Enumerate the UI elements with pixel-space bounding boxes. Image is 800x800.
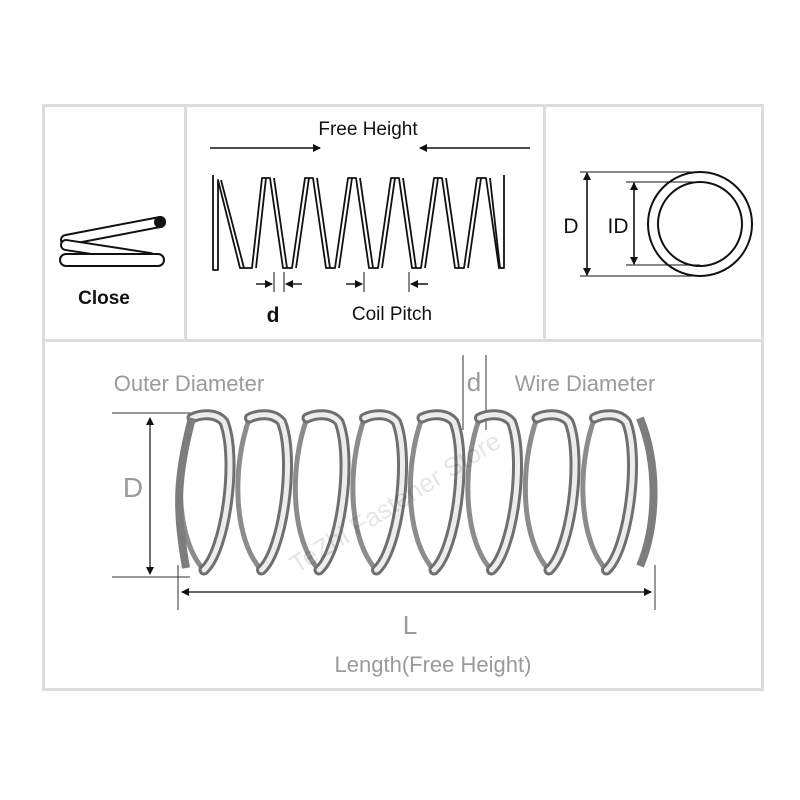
compression-spring-photo <box>175 409 658 576</box>
length-l-symbol: L <box>403 610 417 640</box>
spring-coil-front <box>589 409 639 576</box>
spring-coil-back <box>235 415 264 573</box>
wire-diameter-label: Wire Diameter <box>515 371 656 396</box>
spring-coil-back <box>580 415 609 573</box>
closed-end-illustration <box>59 216 166 267</box>
wire-d-label: d <box>267 304 280 327</box>
free-height-title: Free Height <box>318 119 418 140</box>
outer-ring-circle <box>647 171 753 277</box>
spring-coil-front <box>244 409 294 576</box>
spring-profile-outline <box>212 175 505 271</box>
close-label: Close <box>78 288 130 309</box>
spring-coil-back <box>465 415 494 573</box>
spring-coil-highlight <box>592 412 636 573</box>
coil-pitch-label: Coil Pitch <box>352 304 432 325</box>
inner-id-label: ID <box>608 215 629 238</box>
watermark-text: TeZhi Fastener Store <box>284 425 506 579</box>
spring-coil-front <box>186 409 236 576</box>
spring-coil-back <box>292 415 322 573</box>
inner-ring-circle <box>657 181 743 267</box>
spring-coil-highlight <box>304 412 348 573</box>
length-free-height-label: Length(Free Height) <box>335 652 532 677</box>
spring-coil-highlight <box>477 412 521 573</box>
outer-d-label: D <box>563 215 578 238</box>
outer-diameter-label: Outer Diameter <box>114 371 264 396</box>
spring-end-left <box>175 416 196 569</box>
spring-coil-back <box>407 415 437 573</box>
spring-coil-highlight <box>362 412 406 573</box>
outer-d-symbol: D <box>123 472 143 503</box>
spring-coil-highlight <box>419 412 463 573</box>
spring-end-right <box>636 416 658 568</box>
spring-coil-highlight <box>189 412 233 573</box>
spring-coil-highlight <box>247 412 291 573</box>
spring-coil-back <box>522 415 552 573</box>
spring-coil-front <box>531 409 581 576</box>
wire-d-symbol: d <box>467 367 481 397</box>
spring-coil-back <box>350 415 379 573</box>
spring-coil-highlight <box>534 412 578 573</box>
